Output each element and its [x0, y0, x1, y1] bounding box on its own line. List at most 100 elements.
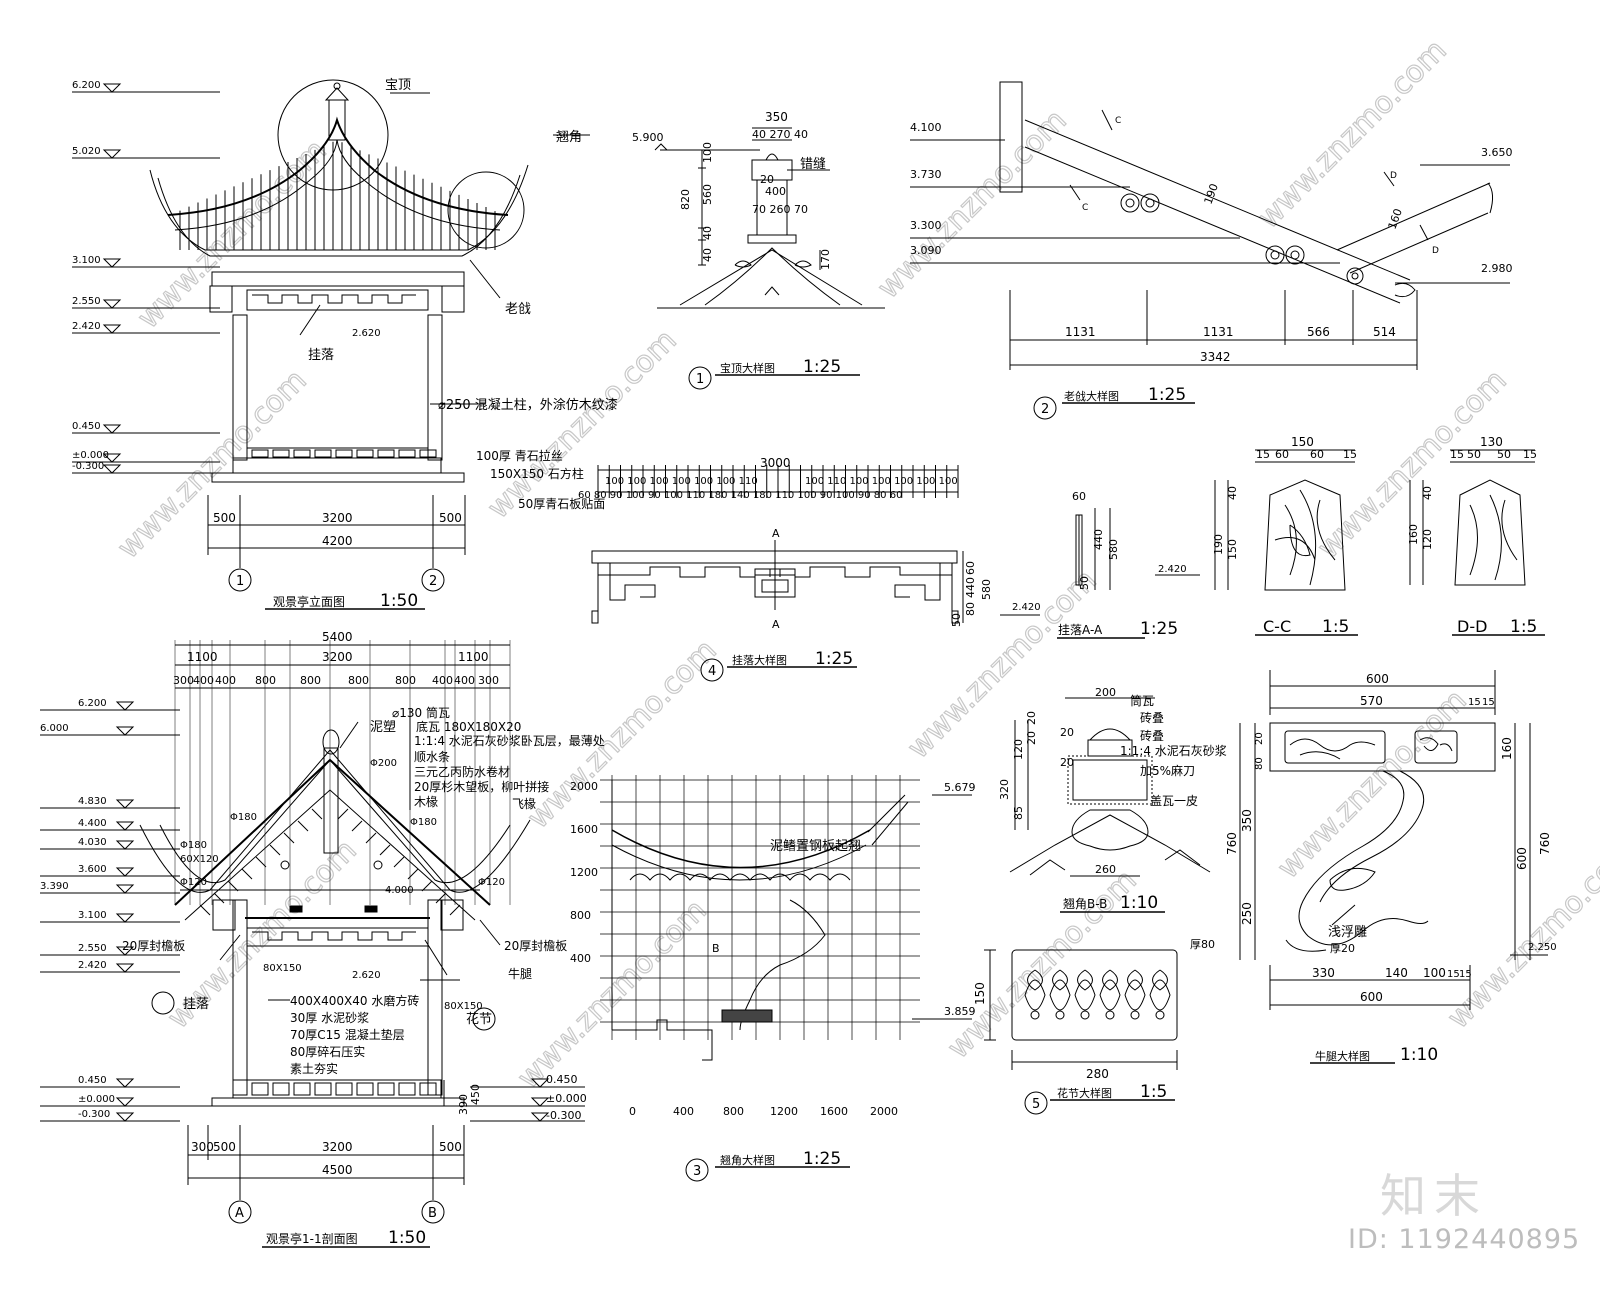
floor-note-3: 70厚C15 混凝土垫层 [290, 1027, 405, 1042]
bb-note-6: 盖瓦一皮 [1150, 794, 1198, 808]
aa-level: 2.420 [1158, 564, 1187, 575]
cc-side-2: 150 [1226, 539, 1239, 560]
dim-b: 3200 [322, 511, 353, 525]
dim-a: 500 [213, 511, 236, 525]
base-note-3: 50厚青石板贴面 [518, 497, 605, 511]
wing-y-tick: 400 [570, 952, 591, 965]
level-mark [115, 1112, 135, 1122]
bracket-small-2: 80 [1254, 757, 1265, 770]
finial-text: 5.900 350 40 270 40 错缝 820 100 560 40 40… [632, 110, 841, 387]
bb-title: 翘角B-B [1063, 897, 1107, 911]
watermark-text: www.znzmo.com [941, 863, 1144, 1066]
gualuo-section [1057, 508, 1200, 639]
level-label: ±0.000 [72, 450, 109, 461]
bracket-right-3: 600 [1515, 847, 1529, 870]
flower-bud [1055, 1010, 1065, 1020]
bracket-text: 600 570 15 15 160 760 600 760 350 250 20… [1225, 672, 1557, 1065]
flower-thickness: 厚80 [1190, 938, 1215, 951]
roof-note-6: 20厚杉木望板，柳叶拼接 [414, 779, 549, 794]
dd-dim-3: 50 [1497, 448, 1511, 461]
sec-sub-dim: 300 [478, 674, 499, 687]
callout-finial: 宝顶 [385, 78, 411, 93]
callout-laogang: 老戗 [505, 302, 531, 317]
bracket-bottom-5: 15 [1459, 969, 1472, 980]
sec-btotal: 4500 [322, 1163, 353, 1177]
bracket-thickness: 厚20 [1330, 942, 1355, 955]
level-label: -0.300 [72, 461, 104, 472]
sec-sub-dim: 400 [193, 674, 214, 687]
hang-dims-top: 100 100 100 100 100 100 110 [605, 476, 758, 487]
finial-inner-3: 70 260 70 [752, 203, 808, 216]
finial-inner-1: 20 [760, 173, 774, 186]
base-panel [251, 449, 269, 458]
floor-panel [251, 1082, 269, 1096]
sec-level-r2: ±0.000 [546, 1092, 587, 1105]
wing-x-tick: 1600 [820, 1105, 848, 1118]
rafter [241, 868, 253, 880]
rafter [449, 904, 461, 916]
hang-side-2: 440 [964, 577, 977, 598]
elevation-drawing: 6.2005.0203.1002.5502.4200.450±0.000-0.3… [72, 79, 590, 610]
aa-dim-1: 440 [1092, 529, 1105, 550]
bb-dim-2: 20 [1060, 726, 1074, 739]
finial-inner-2: 400 [765, 185, 786, 198]
section-title: 观景亭1-1剖面图 [266, 1231, 358, 1246]
hang-dims-top-right: 100 110 100 100 100 100 100 [805, 476, 958, 487]
flower-num: 5 [1032, 1097, 1040, 1112]
base-note-1: 100厚 青石拉丝 [476, 448, 563, 463]
aa-dim-3: 50 [1078, 576, 1091, 590]
bracket-top-1: 600 [1366, 672, 1389, 686]
wing-bb [1009, 697, 1211, 913]
rafter [393, 856, 405, 868]
sec-top-dim: 3200 [322, 650, 353, 664]
level-mark [115, 799, 135, 809]
wing-bb-text: 筒瓦 砖叠 砖叠 1:1:4 水泥石灰砂浆 加5%麻刀 盖瓦一皮 200 20 … [998, 686, 1227, 913]
mid-level-1: 4.000 [385, 885, 414, 896]
bb-note-3: 砖叠 [1140, 728, 1164, 743]
sec-sub-dim: 300 [173, 674, 194, 687]
flower-detail [984, 949, 1178, 1115]
finial-title: 宝顶大样图 [720, 361, 775, 375]
cc-title: C-C [1263, 617, 1291, 636]
wing-y-tick: 1600 [570, 823, 598, 836]
rafter [435, 892, 447, 904]
member-1: 80X150 [263, 963, 302, 974]
aa-title: 挂落A-A [1058, 623, 1103, 637]
floor-panel [335, 1082, 353, 1096]
wing-detail [600, 775, 972, 1182]
finial-note: 错缝 [800, 157, 826, 172]
mid-level: 2.620 [352, 328, 381, 339]
finial-side-2: 560 [701, 184, 714, 205]
cc-dim-total: 150 [1291, 435, 1314, 449]
sec-sub-dim: 800 [348, 674, 369, 687]
roof-note-2: 底瓦 180X180X20 [416, 719, 521, 734]
hip-dim-3: 566 [1307, 325, 1330, 339]
level-mark [102, 258, 122, 268]
cc-dim-4: 15 [1343, 448, 1357, 461]
dim-c: 500 [439, 511, 462, 525]
finial-scale: 1:25 [803, 357, 841, 377]
base-panel [398, 449, 416, 458]
wing-y-tick: 1200 [570, 866, 598, 879]
rafter [269, 844, 281, 856]
rafter [421, 880, 433, 892]
level-label: 4.400 [78, 818, 107, 829]
hip-member-1: 190 [1202, 182, 1221, 206]
flower-bud [1030, 1010, 1040, 1020]
wing-level-2: 3.859 [944, 1005, 976, 1018]
flower-bud [1130, 1010, 1140, 1020]
cc-dim-1: 15 [1256, 448, 1270, 461]
level-mark [115, 867, 135, 877]
axis-1: 1 [236, 574, 244, 589]
rafter [283, 832, 295, 844]
finial-side-4: 40 [701, 248, 714, 262]
cc-dim-3: 60 [1310, 448, 1324, 461]
dd-dim-total: 130 [1480, 435, 1503, 449]
axis-2: 2 [429, 574, 437, 589]
base-panel [377, 449, 395, 458]
finial-total-h: 820 [679, 189, 692, 210]
roof-note-7: 木椽 [414, 795, 438, 809]
base-note-2: 150X150 石方柱 [490, 466, 584, 481]
